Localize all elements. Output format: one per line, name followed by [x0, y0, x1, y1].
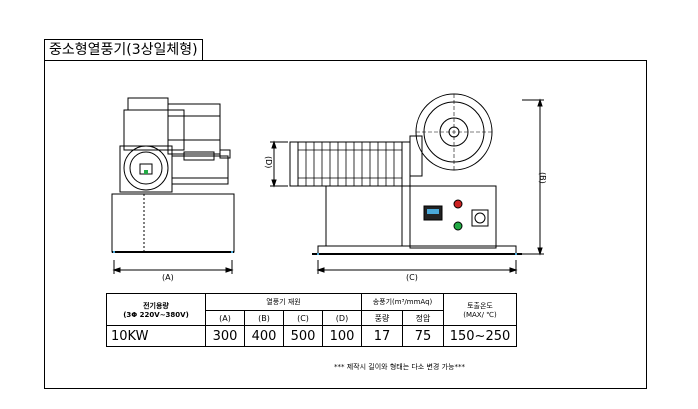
front-base — [317, 245, 517, 255]
technical-drawing: (A) (C) (B) (D) — [111, 93, 547, 282]
row-power: 10KW — [106, 325, 206, 347]
dim-label-c: (C) — [406, 273, 418, 282]
dim-label-d: (D) — [264, 156, 273, 168]
temp-subheader: (MAX/ ℃) — [463, 310, 497, 319]
dim-label-b: (B) — [538, 172, 547, 184]
side-base — [111, 193, 235, 253]
heater-fins — [298, 142, 402, 186]
drawing-frame — [44, 60, 647, 389]
row-pressure: 75 — [402, 325, 444, 347]
sub-c: (C) — [283, 310, 323, 326]
size-header: 열풍기 재원 — [205, 293, 362, 311]
row-temp: 150~250 — [443, 325, 517, 347]
row-a: 300 — [205, 325, 245, 347]
sub-pressure: 정압 — [402, 310, 444, 326]
sub-flow: 풍량 — [361, 310, 403, 326]
motor-body — [167, 103, 221, 155]
control-box — [409, 185, 497, 249]
spec-table: 전기용량 (3Φ 220V~380V) 열풍기 재원 송풍기(m³/mmAq) … — [106, 293, 517, 347]
heater-tube — [289, 141, 411, 187]
breaker — [471, 209, 489, 227]
temp-header: 토출온도 — [467, 301, 493, 310]
dim-label-a: (A) — [162, 273, 174, 282]
sub-b: (B) — [244, 310, 284, 326]
fan-inlet-outer — [123, 145, 169, 191]
stop-button — [453, 199, 463, 209]
power-header: 전기용량 — [143, 301, 169, 310]
page-title: 중소형열풍기(3상일체형) — [44, 39, 203, 60]
fan-inlet-inner — [129, 151, 163, 185]
row-d: 100 — [322, 325, 362, 347]
mid-plate — [171, 155, 229, 185]
indicator-light — [144, 170, 148, 174]
airflow-header: 송풍기(m³/mmAq) — [361, 293, 444, 311]
row-b: 400 — [244, 325, 284, 347]
power-subheader: (3Φ 220V~380V) — [123, 310, 189, 319]
note-text: *** 제작시 길이와 형태는 다소 변경 가능*** — [334, 363, 465, 371]
side-view — [111, 97, 235, 274]
row-c: 500 — [283, 325, 323, 347]
row-flow: 17 — [361, 325, 403, 347]
front-view — [270, 93, 544, 274]
blower-housing — [123, 109, 185, 151]
sub-a: (A) — [205, 310, 245, 326]
dim-markers — [113, 251, 517, 255]
start-button — [453, 221, 463, 231]
sub-d: (D) — [322, 310, 362, 326]
motor-top — [127, 97, 169, 111]
